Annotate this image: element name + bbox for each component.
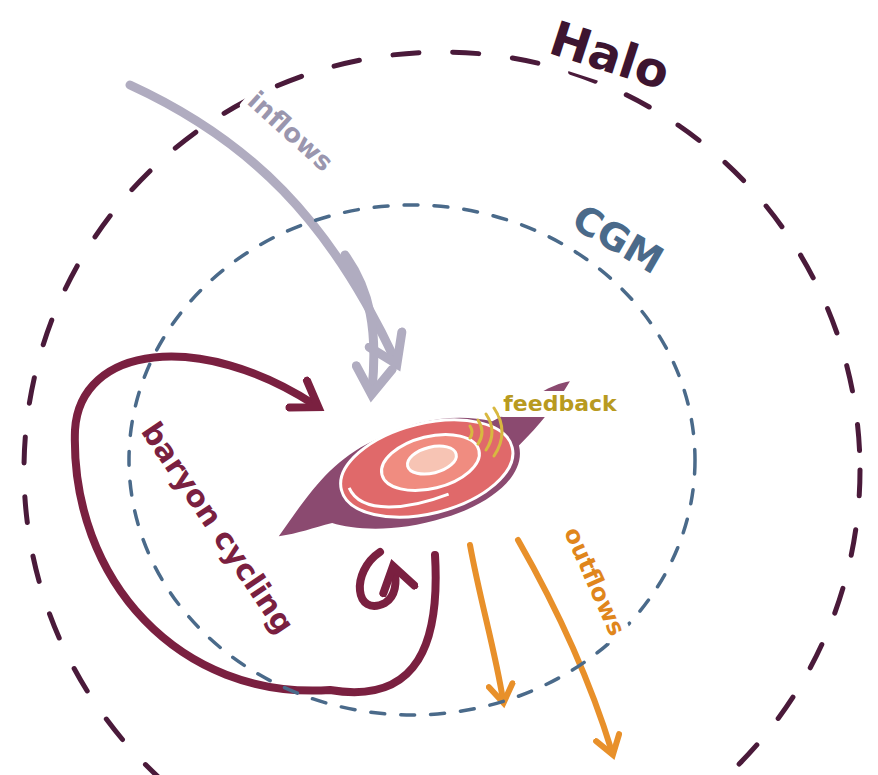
baryon-cycling-arrows — [75, 357, 436, 693]
inflows-label: inflows — [238, 83, 341, 180]
halo-circle: HaloCGM — [24, 52, 860, 775]
outflows-label: outflows — [556, 520, 632, 644]
dashed-outline — [24, 52, 860, 775]
halo-title: Halo — [539, 9, 680, 102]
feedback-label: feedback — [499, 391, 620, 416]
cgm-title: CGM — [561, 195, 674, 285]
baryon-cycling-label: baryon cycling — [132, 413, 303, 644]
inflow-arrows — [130, 85, 395, 390]
feedback-waves — [470, 408, 502, 456]
